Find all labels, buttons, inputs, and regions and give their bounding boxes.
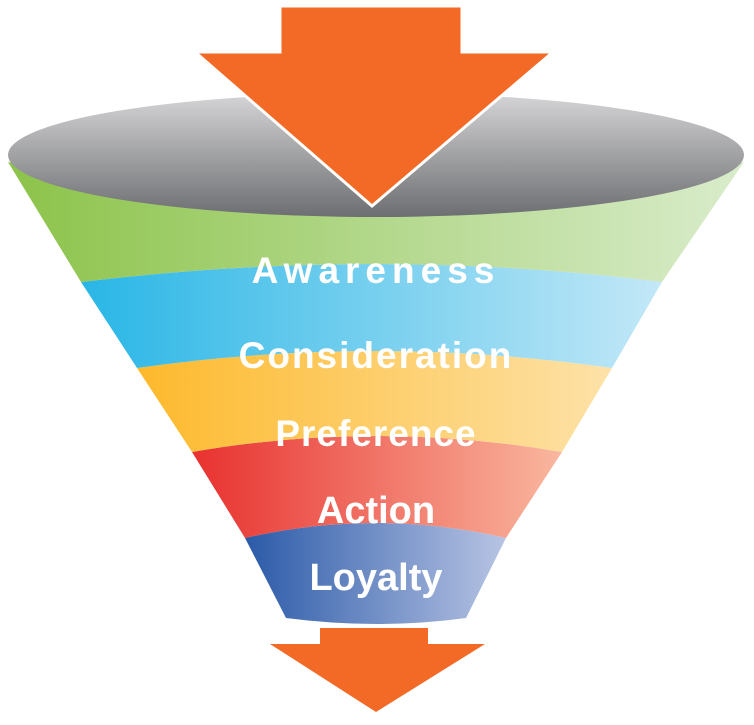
stage-band-consideration [81,264,662,368]
stage-label-loyalty: Loyalty [309,557,442,599]
bottom-arrow-icon [270,628,485,712]
stage-label-consideration: Consideration [239,335,514,376]
stage-band-action [192,436,562,538]
stage-label-awareness: Awareness [252,250,501,291]
stage-band-loyalty [245,523,506,624]
stage-label-action: Action [317,490,435,532]
stage-band-awareness [8,162,744,282]
stage-band-preference [137,351,612,452]
stage-label-preference: Preference [275,413,476,454]
top-arrow-icon [190,4,558,208]
